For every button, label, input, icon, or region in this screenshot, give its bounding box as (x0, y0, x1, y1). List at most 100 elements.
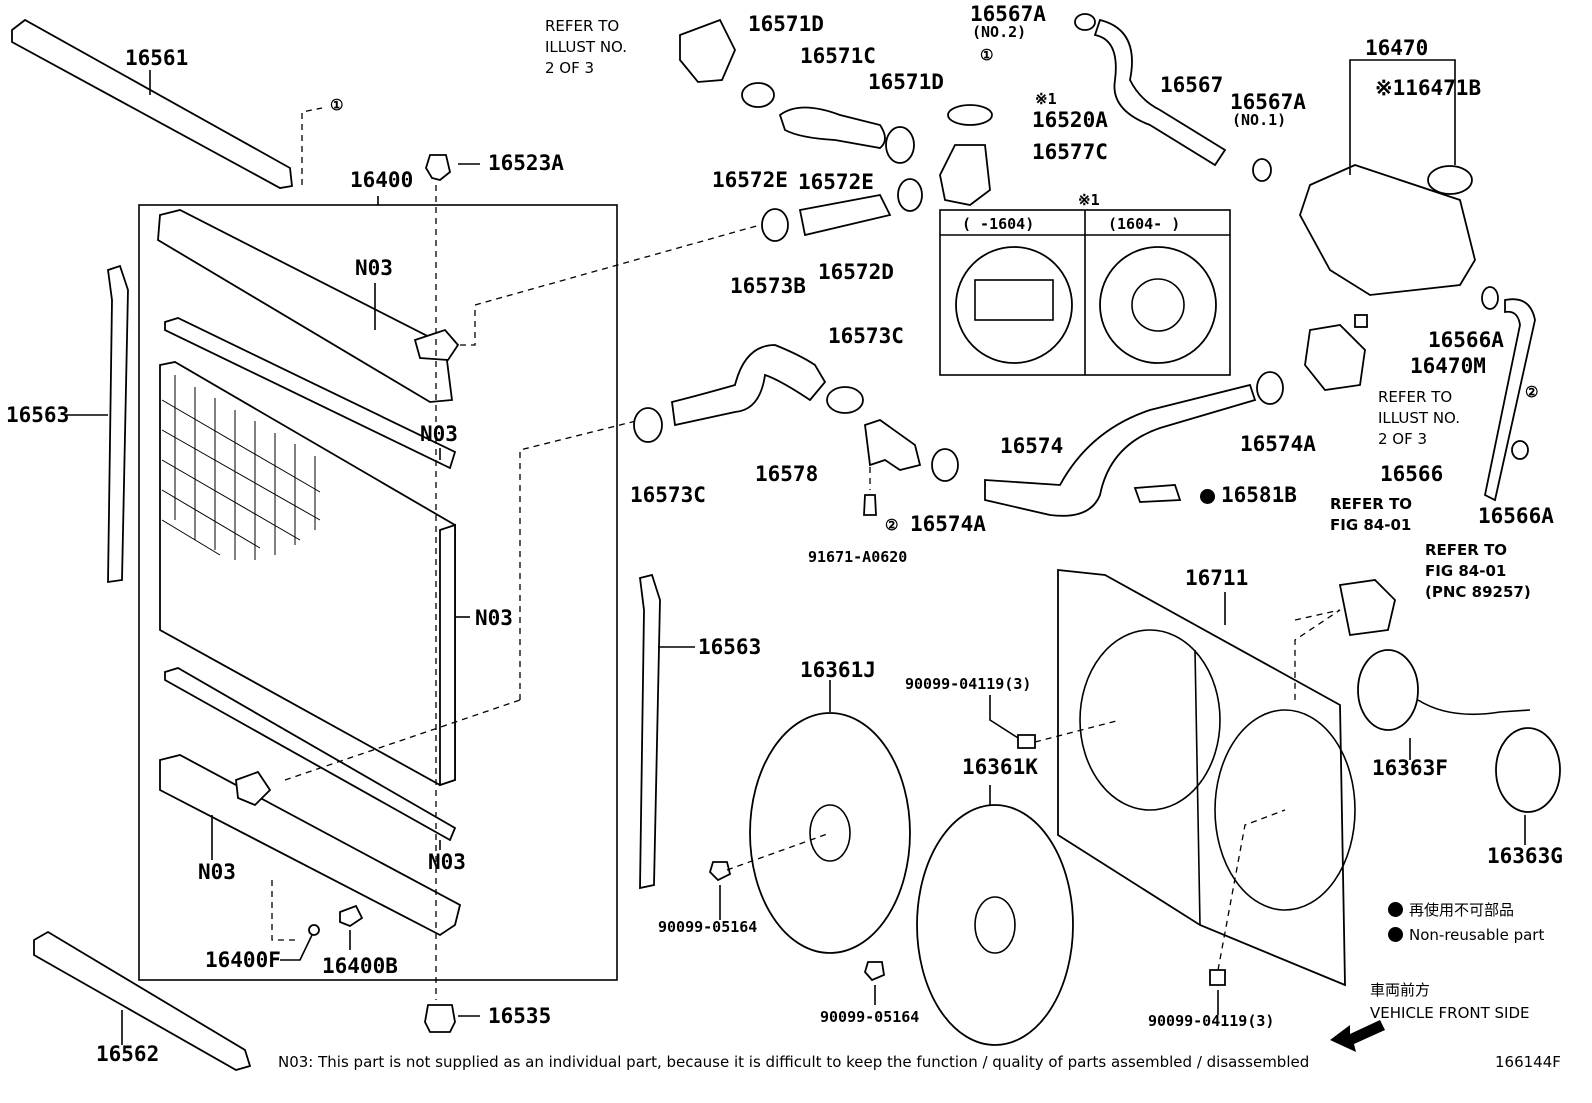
legend-jp: 再使用不可部品 (1388, 900, 1514, 921)
circle-2-a: ② (885, 516, 899, 534)
label-90099-05164-a: 90099-05164 (658, 918, 758, 936)
label-16571D-b: 16571D (868, 70, 944, 94)
label-16571C: 16571C (800, 44, 876, 68)
legend-en: Non-reusable part (1388, 925, 1544, 946)
label-16471B: ※116471B (1375, 76, 1482, 100)
core-side-plate (439, 523, 456, 787)
clamp-16573C-b (826, 386, 864, 414)
label-16562: 16562 (96, 1042, 160, 1066)
refer-note-4: REFER TO FIG 84-01 (PNC 89257) (1425, 540, 1531, 603)
label-16572E-b: 16572E (798, 170, 874, 194)
front-jp: 車両前方 (1370, 981, 1431, 999)
motor-wire (1417, 699, 1531, 716)
refer-note-1-line2: ILLUST NO. (545, 38, 628, 56)
label-16563-left: 16563 (6, 403, 70, 427)
fan-16361J-hub (809, 804, 851, 862)
cap-table-grid (940, 210, 1230, 375)
tank-cap-16471B (1427, 165, 1473, 195)
hose-16571C (778, 106, 886, 149)
nut-90099-05164-a (708, 861, 732, 882)
footnote-n03: N03: This part is not supplied as an ind… (278, 1053, 1310, 1071)
label-16581B-text: 16581B (1221, 483, 1297, 507)
label-no2: (NO.2) (972, 23, 1027, 41)
label-16470M: 16470M (1410, 354, 1486, 378)
label-91671-A0620: 91671-A0620 (808, 548, 908, 566)
clamp-16566A-b (1511, 440, 1529, 460)
refer-note-1-line3: 2 OF 3 (545, 59, 595, 77)
hose-16572D (798, 193, 892, 237)
circle-1-left: ① (330, 96, 344, 114)
hose-16573B (671, 344, 827, 427)
upper-tank (157, 209, 454, 403)
non-reusable-dot (1200, 489, 1215, 504)
refer-note-2: REFER TO ILLUST NO. 2 OF 3 (1378, 387, 1460, 450)
clamp-16574A-a (931, 448, 959, 482)
side-seal-right (639, 573, 661, 890)
reservoir-bracket-lines (1349, 59, 1456, 175)
label-16567A-no1: 16567A (1230, 90, 1306, 114)
clamp-16566A-a (1481, 286, 1499, 310)
star-note-table: ※1 (1078, 191, 1100, 209)
bolt-90099-04119-b (1209, 969, 1226, 986)
cap-old-type (955, 246, 1073, 364)
fan-shroud-16711 (1057, 568, 1346, 987)
radiator-core (159, 361, 456, 786)
cap-old-label (974, 279, 1054, 321)
diagram-id: 166144F (1495, 1053, 1561, 1071)
label-16566A-a: 16566A (1428, 328, 1504, 352)
label-16571D-a: 16571D (748, 12, 824, 36)
label-16574A-a: 16574A (910, 512, 986, 536)
label-16400: 16400 (350, 168, 414, 192)
vehicle-front-arrow (1330, 1020, 1385, 1052)
clamp-16572E-a (761, 208, 789, 242)
fan-dashed-guides (726, 609, 1341, 971)
label-n03-side: N03 (475, 606, 513, 630)
label-16361K: 16361K (962, 755, 1038, 779)
refer-note-1-line1: REFER TO (545, 17, 620, 35)
label-16363F: 16363F (1372, 756, 1448, 780)
cap-new-type (1099, 246, 1217, 364)
shroud-opening-2 (1214, 709, 1356, 911)
refer-note-3-line1: REFER TO (1330, 495, 1413, 513)
star-1-cap: ※1 (1035, 90, 1057, 108)
label-90099-04119-b: 90099-04119(3) (1148, 1012, 1275, 1030)
refer-note-2-line3: 2 OF 3 (1378, 430, 1428, 448)
dashed-guides (271, 107, 871, 1000)
legend-dot-en (1388, 927, 1403, 942)
fan-motor-16363F (1357, 649, 1419, 731)
clamp-16573C-a (633, 407, 663, 443)
label-16567A-no2: 16567A (970, 2, 1046, 26)
front-en: VEHICLE FRONT SIDE (1370, 1004, 1530, 1022)
label-16573C-b: 16573C (828, 324, 904, 348)
cap-new-warning (1131, 278, 1185, 332)
label-n03-mid: N03 (420, 422, 458, 446)
label-16561: 16561 (125, 46, 189, 70)
fan-16361K-hub (974, 896, 1016, 954)
refer-note-4-line1: REFER TO (1425, 541, 1508, 559)
circle-2-b: ② (1525, 383, 1539, 401)
label-16363G: 16363G (1487, 844, 1563, 868)
label-n03-top: N03 (355, 256, 393, 280)
leader-lines (66, 70, 695, 1045)
fan-16361K (916, 804, 1074, 1046)
label-16563-right: 16563 (698, 635, 762, 659)
lower-support-bar (33, 930, 252, 1071)
clamp-16581B (1133, 484, 1182, 503)
cap-table-col1: ( -1604) (962, 215, 1035, 233)
label-16577C: 16577C (1032, 140, 1108, 164)
lower-outlet-neck (235, 770, 272, 807)
label-16566A-b: 16566A (1478, 504, 1554, 528)
clamp-16567A-no1 (1252, 158, 1272, 182)
core-fins (161, 375, 321, 560)
label-90099-05164-b: 90099-05164 (820, 1008, 920, 1026)
label-16574: 16574 (1000, 434, 1064, 458)
clamp-16572E-b (897, 178, 923, 212)
fan-motor-16363G (1495, 727, 1561, 813)
fan-leader-lines (719, 592, 1526, 1015)
refer-note-1: REFER TO ILLUST NO. 2 OF 3 (545, 16, 627, 79)
hose-16566 (1483, 298, 1536, 502)
refer-note-2-line2: ILLUST NO. (1378, 409, 1461, 427)
circle-1-top: ① (980, 46, 994, 64)
lower-cushion-16535 (424, 1004, 456, 1033)
label-16572D: 16572D (818, 260, 894, 284)
